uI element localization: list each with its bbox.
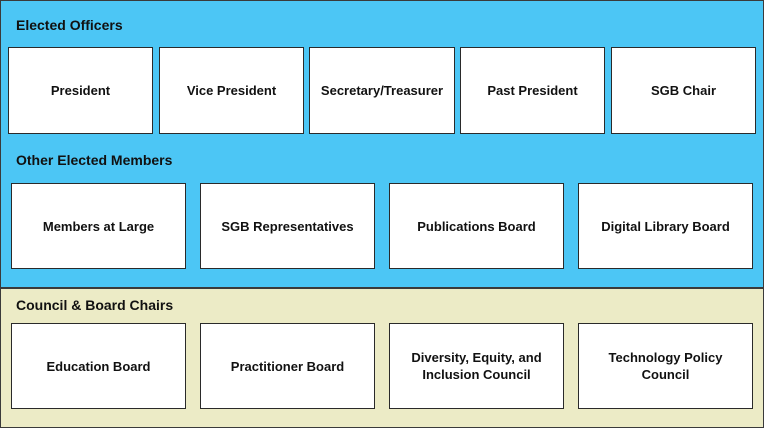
box-diversity-equity-inclusion-council-label: Diversity, Equity, and Inclusion Council — [411, 350, 542, 382]
box-vice-president-label: Vice President — [186, 83, 277, 98]
box-digital-library-board-label: Digital Library Board — [601, 218, 730, 234]
box-practitioner-board-label: Practitioner Board — [230, 358, 345, 374]
box-members-at-large-label: Members at Large — [42, 218, 155, 234]
box-sgb-chair-label: SGB Chair — [650, 83, 716, 98]
box-sgb-representatives-label: SGB Representatives — [221, 218, 354, 234]
box-members-at-large: Members at Large — [11, 183, 186, 269]
council-board-chairs-heading: Council & Board Chairs — [16, 297, 174, 313]
box-technology-policy-council-label: Technology Policy Council — [608, 350, 723, 382]
box-secretary-treasurer-label: Secretary/Treasurer — [320, 83, 444, 98]
box-sgb-representatives: SGB Representatives — [200, 183, 375, 269]
box-education-board: Education Board — [11, 323, 186, 409]
box-past-president: Past President — [460, 47, 605, 134]
box-president-label: President — [50, 83, 111, 98]
box-publications-board-label: Publications Board — [417, 218, 536, 234]
box-digital-library-board: Digital Library Board — [578, 183, 753, 269]
box-past-president-label: Past President — [487, 83, 578, 98]
other-elected-members-heading: Other Elected Members — [16, 152, 173, 168]
box-technology-policy-council: Technology Policy Council — [578, 323, 753, 409]
box-sgb-chair: SGB Chair — [611, 47, 756, 134]
box-education-board-label: Education Board — [46, 358, 151, 374]
elected-officers-heading: Elected Officers — [16, 17, 123, 33]
box-secretary-treasurer: Secretary/Treasurer — [309, 47, 455, 134]
box-publications-board: Publications Board — [389, 183, 564, 269]
box-practitioner-board: Practitioner Board — [200, 323, 375, 409]
box-diversity-equity-inclusion-council: Diversity, Equity, and Inclusion Council — [389, 323, 564, 409]
box-vice-president: Vice President — [159, 47, 304, 134]
box-president: President — [8, 47, 153, 134]
